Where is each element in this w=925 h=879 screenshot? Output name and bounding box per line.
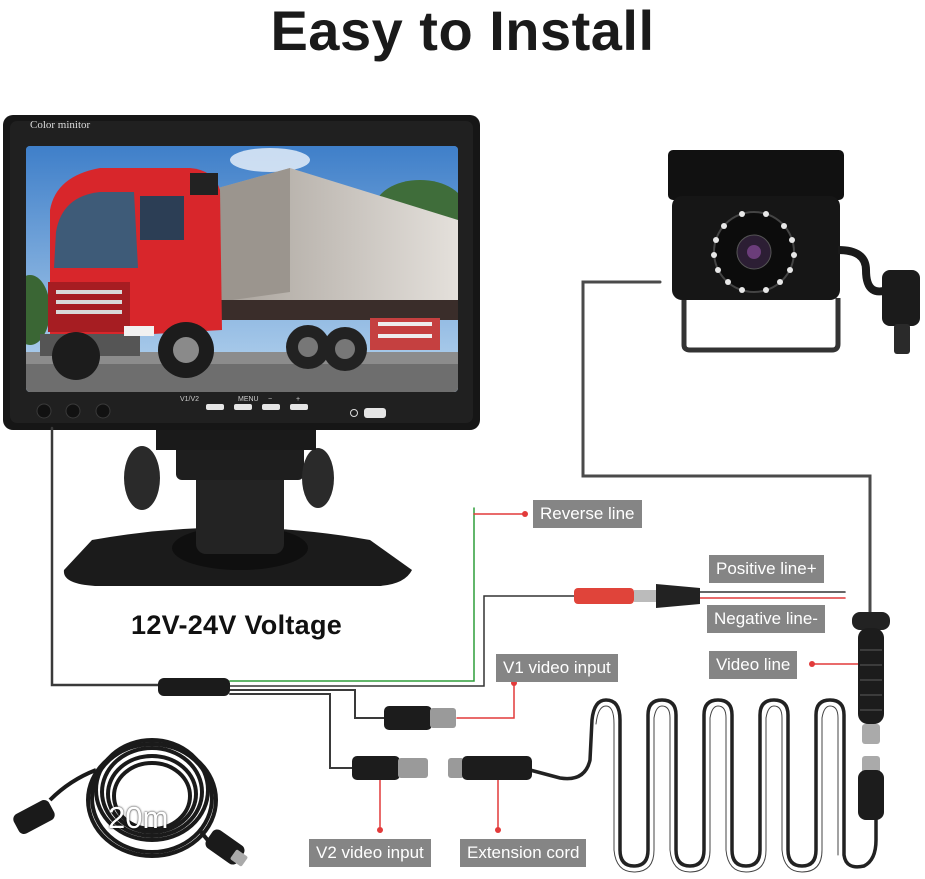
v1-connector	[384, 706, 432, 730]
monitor-button-plus	[290, 404, 308, 410]
screen-image	[26, 146, 458, 392]
button-label-v1v2: V1/V2	[180, 396, 200, 403]
label-positive-line: Positive line+	[709, 555, 824, 583]
voltage-caption: 12V-24V Voltage	[131, 610, 343, 640]
monitor-button-minus	[262, 404, 280, 410]
monitor-button-menu	[234, 404, 252, 410]
cable-length-caption: 20m	[108, 800, 169, 835]
coiled-cable	[48, 738, 221, 858]
video-line-connector	[852, 612, 890, 630]
splitter	[158, 678, 230, 696]
camera	[668, 150, 920, 354]
stand-knob-left	[124, 446, 160, 510]
monitor-brand: Color minitor	[30, 119, 91, 131]
label-extension-cord: Extension cord	[460, 839, 587, 867]
stand-knob-right	[302, 448, 334, 508]
label-reverse-line: Reverse line	[533, 500, 642, 528]
label-v2-video-input: V2 video input	[309, 839, 431, 867]
monitor	[3, 115, 480, 586]
power-plug-black	[656, 584, 700, 608]
power-plug-red	[574, 588, 634, 604]
button-label-minus: −	[268, 396, 273, 403]
power-icon	[350, 409, 358, 417]
button-label-plus: +	[296, 396, 301, 403]
monitor-button-v1v2	[206, 404, 224, 410]
extension-plug	[448, 758, 464, 778]
button-label-menu: MENU	[238, 396, 259, 403]
stand-yoke	[156, 428, 316, 450]
label-v1-video-input: V1 video input	[496, 654, 618, 682]
page-title: Easy to Install	[270, 0, 655, 62]
label-negative-line: Negative line-	[707, 605, 825, 633]
label-video-line: Video line	[709, 651, 798, 679]
connectors	[13, 584, 890, 867]
wires	[50, 280, 878, 873]
v2-connector	[352, 756, 400, 780]
power-button	[364, 408, 386, 418]
camera-leds	[711, 211, 797, 293]
camera-connector	[882, 270, 920, 326]
camera-sunshade	[668, 150, 844, 200]
